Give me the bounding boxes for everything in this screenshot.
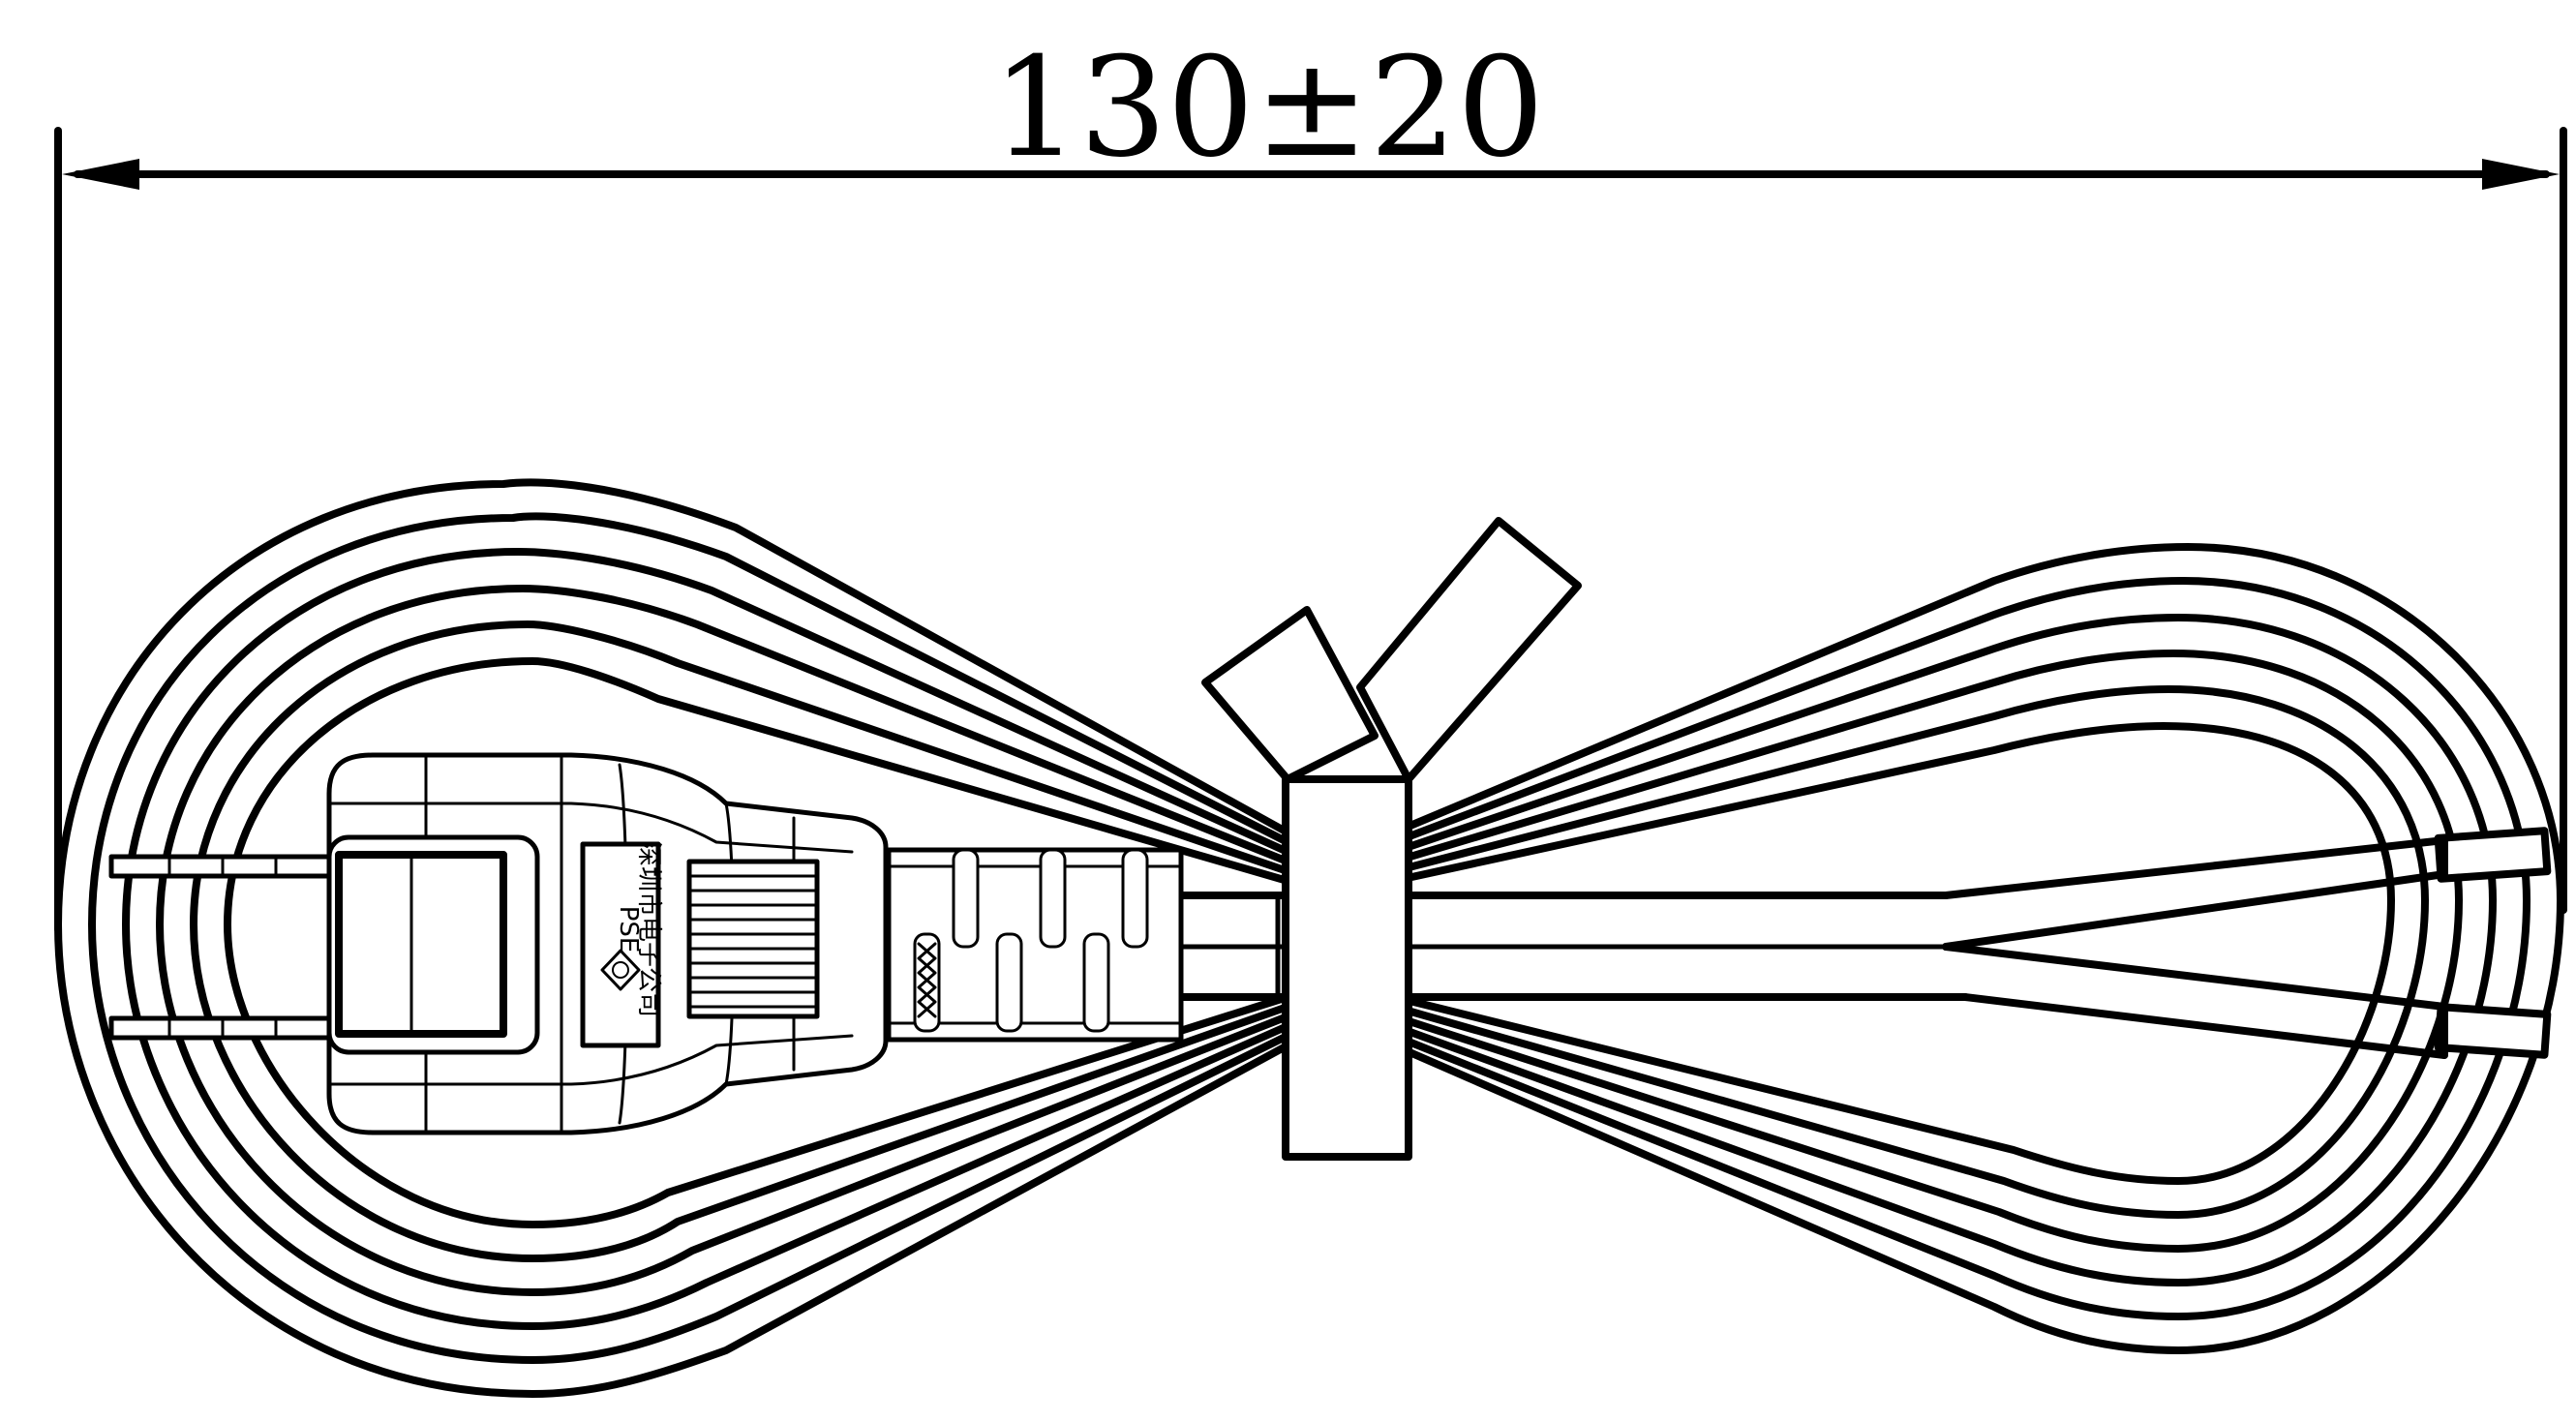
plug-label-mark: PSE xyxy=(614,906,643,953)
dimension-annotation: 130±20 xyxy=(54,28,2567,933)
plug-label-text: 深圳市电子公司 xyxy=(634,841,663,1017)
plug: PSE 深圳市电子公司 xyxy=(108,752,1184,1135)
cable-tie-tab-left xyxy=(1201,606,1379,783)
cable-tie-tab-right xyxy=(1356,517,1582,783)
cord-coil-left xyxy=(54,478,1291,1398)
plug-grip-ribs xyxy=(686,859,820,1019)
cable-tie xyxy=(1201,517,1582,1161)
plug-label-plate xyxy=(580,841,661,1048)
plug-prong-lower xyxy=(108,1015,351,1041)
cable-tie-band xyxy=(1282,775,1412,1161)
plug-prong-upper xyxy=(108,854,351,879)
arrow-right-icon xyxy=(2482,159,2560,190)
plug-strain-relief xyxy=(886,847,1184,1043)
diamond-pse-mark-icon xyxy=(600,949,641,991)
connector-end-upper xyxy=(2434,827,2552,883)
cord-coil-right xyxy=(1390,543,2564,1354)
connector-end-lower xyxy=(2434,1003,2552,1059)
arrow-left-icon xyxy=(62,159,139,190)
dimension-label: 130±20 xyxy=(992,28,1545,188)
